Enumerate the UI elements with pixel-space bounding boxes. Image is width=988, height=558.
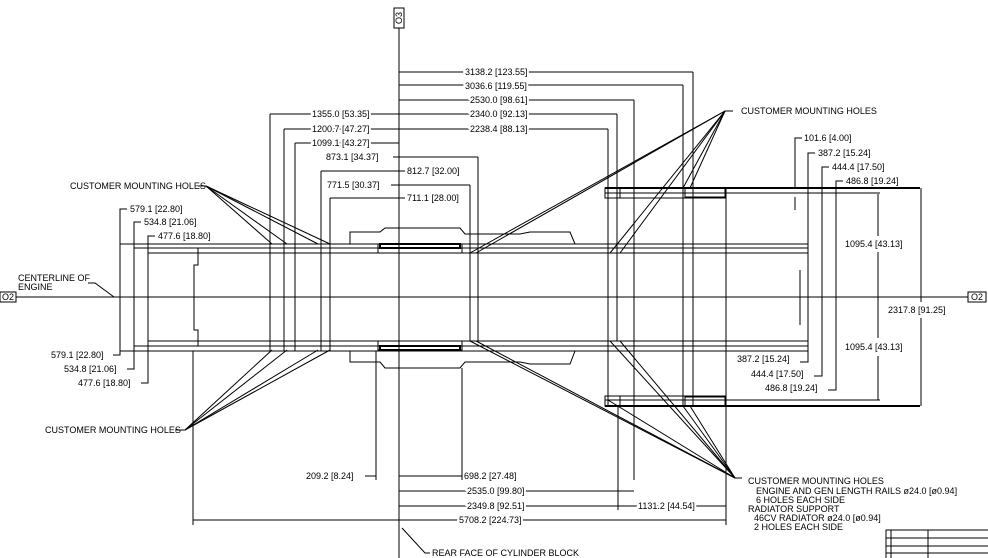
dim-873: 873.1 [34.37] xyxy=(326,152,379,162)
engine-outline xyxy=(120,72,809,525)
axis-label-o2-left: O2 xyxy=(2,292,14,302)
dim-444-bottom: 444.4 [17.50] xyxy=(751,369,804,379)
axis-label-o2-right: O2 xyxy=(971,292,983,302)
label-centerline-1: CENTERLINE OF xyxy=(18,273,91,283)
dim-812: 812.7 [32.00] xyxy=(407,166,460,176)
dim-771: 771.5 [30.37] xyxy=(327,180,380,190)
dim-1355: 1355.0 [53.35] xyxy=(312,109,370,119)
dim-486-top: 486.8 [19.24] xyxy=(846,176,899,186)
dim-2530: 2530.0 [98.61] xyxy=(470,95,528,105)
dim-1099: 1099.1 [43.27] xyxy=(312,138,370,148)
label-holes-top-right: CUSTOMER MOUNTING HOLES xyxy=(741,106,877,116)
dim-1095-bottom: 1095.4 [43.13] xyxy=(845,342,903,352)
dim-1095-top: 1095.4 [43.13] xyxy=(845,239,903,249)
dim-486-bottom: 486.8 [19.24] xyxy=(765,383,818,393)
label-holes-top-left: CUSTOMER MOUNTING HOLES xyxy=(70,181,206,191)
right-dimensions: 101.6 [4.00] 387.2 [15.24] 444.4 [17.50]… xyxy=(737,133,946,406)
label-rear-face: REAR FACE OF CYLINDER BLOCK xyxy=(432,548,579,558)
dim-5708: 5708.2 [224.73] xyxy=(459,515,522,525)
dim-698: 698.2 [27.48] xyxy=(464,471,517,481)
dim-101: 101.6 [4.00] xyxy=(804,133,852,143)
labels: CUSTOMER MOUNTING HOLES CUSTOMER MOUNTIN… xyxy=(18,106,877,558)
dim-534-bottom: 534.8 [21.06] xyxy=(64,364,117,374)
title-block xyxy=(885,529,988,558)
leader-lines xyxy=(88,110,742,554)
dim-2340: 2340.0 [92.13] xyxy=(470,109,528,119)
bottom-dimensions: 209.2 [8.24] 698.2 [27.48] 2535.0 [99.80… xyxy=(192,351,726,527)
dim-387-top: 387.2 [15.24] xyxy=(818,148,871,158)
mounting-notes: CUSTOMER MOUNTING HOLES ENGINE AND GEN L… xyxy=(748,476,957,532)
dim-1131: 1131.2 [44.54] xyxy=(638,501,695,511)
note-line: ENGINE AND GEN LENGTH RAILS ø24.0 [ø0.94… xyxy=(756,486,957,496)
dim-209: 209.2 [8.24] xyxy=(306,471,354,481)
note-line: 2 HOLES EACH SIDE xyxy=(754,522,843,532)
dim-444-top: 444.4 [17.50] xyxy=(832,162,885,172)
frame-rails xyxy=(604,187,920,407)
top-dimensions: 3138.2 [123.55] 3036.6 [119.55] 2530.0 [… xyxy=(270,65,693,203)
centerlines: O3 O2 O2 xyxy=(0,7,987,558)
dim-2238: 2238.4 [88.13] xyxy=(470,124,528,134)
dim-3138: 3138.2 [123.55] xyxy=(465,67,528,77)
dim-2317: 2317.8 [91.25] xyxy=(888,305,946,315)
dim-477-bottom: 477.6 [18.80] xyxy=(78,378,131,388)
label-holes-bottom-left: CUSTOMER MOUNTING HOLES xyxy=(45,425,181,435)
note-line: 6 HOLES EACH SIDE xyxy=(756,495,845,505)
dim-579-bottom: 579.1 [22.80] xyxy=(51,350,104,360)
note-line: 46CV RADIATOR ø24.0 [ø0.94] xyxy=(754,513,881,523)
dim-1200: 1200.7 [47.27] xyxy=(312,124,370,134)
dim-2535: 2535.0 [99.80] xyxy=(467,486,525,496)
dim-2349: 2349.8 [92.51] xyxy=(467,501,525,511)
axis-label-o3: O3 xyxy=(394,12,404,24)
dim-534-top: 534.8 [21.06] xyxy=(144,217,197,227)
note-line: RADIATOR SUPPORT xyxy=(748,504,840,514)
dim-477-top: 477.6 [18.80] xyxy=(158,231,211,241)
dim-387-bottom: 387.2 [15.24] xyxy=(737,354,790,364)
note-line: CUSTOMER MOUNTING HOLES xyxy=(748,476,884,486)
dim-3036: 3036.6 [119.55] xyxy=(465,81,527,91)
left-dimensions: 579.1 [22.80] 579.1 [22.80] 534.8 [21.06… xyxy=(51,204,211,388)
dim-579-top: 579.1 [22.80] xyxy=(130,204,183,214)
label-centerline-2: ENGINE xyxy=(18,282,53,292)
dim-711: 711.1 [28.00] xyxy=(407,193,459,203)
